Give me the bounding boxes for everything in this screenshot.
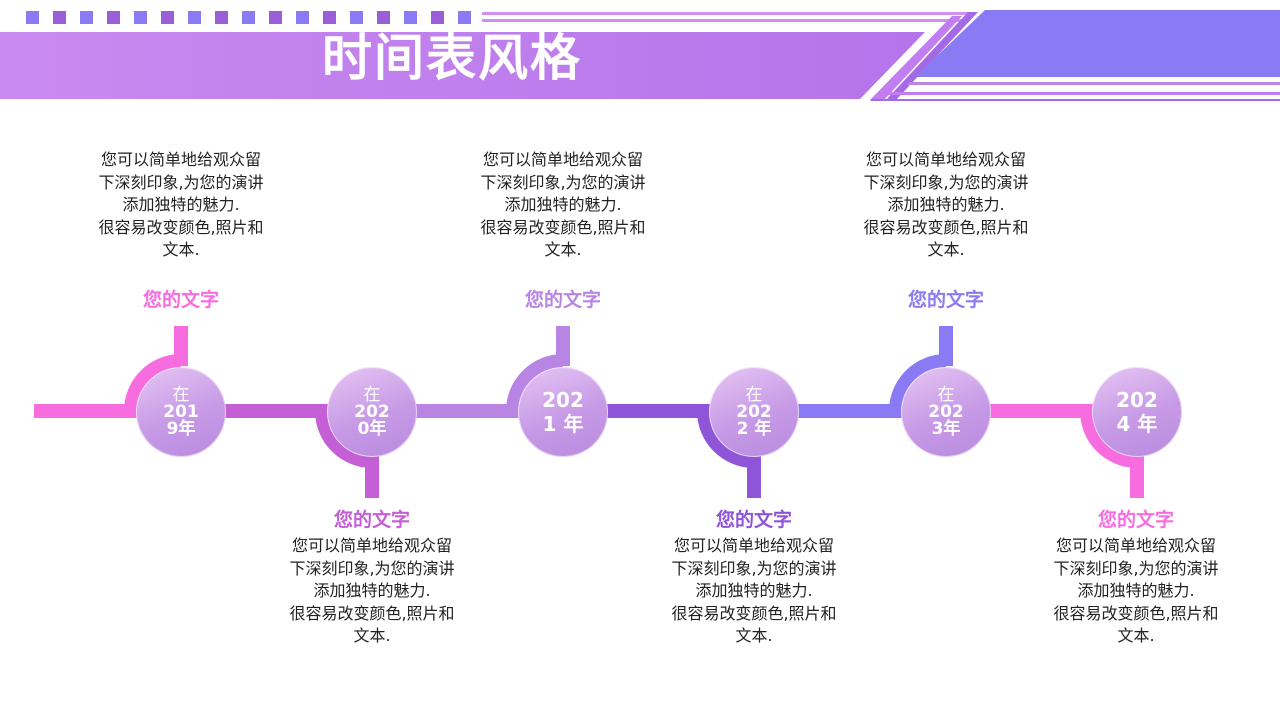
item-desc-2: 您可以简单地给观众留下深刻印象,为您的演讲添加独特的魅力.很容易改变颜色,照片和…: [480, 150, 646, 259]
page-title: 时间表风格: [322, 29, 582, 87]
item-desc-4: 您可以简单地给观众留下深刻印象,为您的演讲添加独特的魅力.很容易改变颜色,照片和…: [863, 150, 1029, 259]
year-node-2021: 202 1 年: [518, 367, 608, 457]
node-arc-4: [889, 354, 947, 412]
header-squares: [26, 11, 471, 24]
year-node-2020: 在 202 0年: [327, 367, 417, 457]
item-desc-5: 您可以简单地给观众留下深刻印象,为您的演讲添加独特的魅力.很容易改变颜色,照片和…: [1053, 536, 1219, 645]
item-desc-3: 您可以简单地给观众留下深刻印象,为您的演讲添加独特的魅力.很容易改变颜色,照片和…: [671, 536, 837, 645]
item-heading-4: 您的文字: [907, 289, 984, 311]
node-arc-1: [315, 410, 373, 468]
node-arc-3: [697, 410, 755, 468]
node-arc-0: [124, 354, 182, 412]
year-node-2022: 在 202 2 年: [709, 367, 799, 457]
year-node-2019: 在 201 9年: [136, 367, 226, 457]
node-arc-5: [1080, 410, 1138, 468]
item-heading-0: 您的文字: [142, 289, 219, 311]
year-node-2023: 在 202 3年: [901, 367, 991, 457]
item-heading-5: 您的文字: [1097, 509, 1174, 531]
year-node-2024: 202 4 年: [1092, 367, 1182, 457]
item-heading-1: 您的文字: [333, 509, 410, 531]
item-heading-3: 您的文字: [715, 509, 792, 531]
item-desc-0: 您可以简单地给观众留下深刻印象,为您的演讲添加独特的魅力.很容易改变颜色,照片和…: [98, 150, 264, 259]
item-heading-2: 您的文字: [524, 289, 601, 311]
header-banner: [0, 10, 1280, 101]
item-desc-1: 您可以简单地给观众留下深刻印象,为您的演讲添加独特的魅力.很容易改变颜色,照片和…: [289, 536, 455, 645]
node-arc-2: [506, 354, 564, 412]
